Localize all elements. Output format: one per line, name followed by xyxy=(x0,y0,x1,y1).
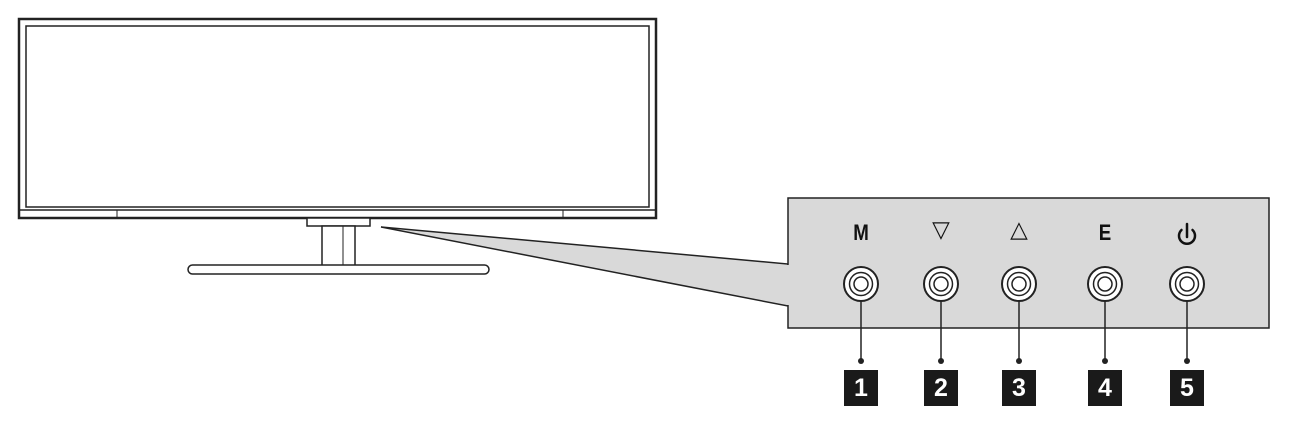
panel-button-5[interactable] xyxy=(1169,266,1205,302)
monitor-screen xyxy=(25,25,650,208)
button-number-1: 1 xyxy=(844,370,878,406)
panel-button-4[interactable] xyxy=(1087,266,1123,302)
button-number-5: 5 xyxy=(1170,370,1204,406)
stand-base xyxy=(187,264,490,275)
leader-4 xyxy=(1102,301,1108,364)
menu-icon: M xyxy=(853,220,869,245)
leader-1 xyxy=(858,301,864,364)
panel-button-3[interactable] xyxy=(1001,266,1037,302)
leader-5 xyxy=(1184,301,1190,364)
down-arrow-icon: ▽ xyxy=(932,217,950,243)
power-icon xyxy=(1177,222,1197,245)
button-number-4: 4 xyxy=(1088,370,1122,406)
button-number-2: 2 xyxy=(924,370,958,406)
button-strip xyxy=(306,217,371,227)
panel-button-2[interactable] xyxy=(923,266,959,302)
callout-panel xyxy=(787,197,1270,329)
leader-2 xyxy=(938,301,944,364)
exit-icon: E xyxy=(1098,220,1112,245)
panel-button-1[interactable] xyxy=(843,266,879,302)
leader-3 xyxy=(1016,301,1022,364)
up-arrow-icon: △ xyxy=(1010,217,1028,243)
button-number-3: 3 xyxy=(1002,370,1036,406)
